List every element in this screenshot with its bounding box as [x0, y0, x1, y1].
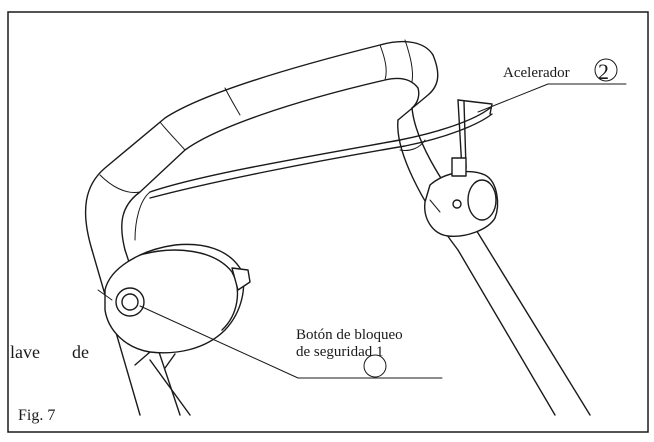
- lock-button-leader-line: [139, 305, 443, 379]
- accelerator-leader-line: [477, 83, 627, 113]
- lock-button-label-line1: Botón de bloqueo: [296, 327, 403, 343]
- cut-off-text-2: de: [72, 342, 89, 362]
- safety-lock-button: [97, 287, 145, 317]
- cut-off-text-1: lave: [10, 342, 40, 362]
- accelerator-label: Acelerador: [503, 65, 570, 81]
- accelerator-number: 2: [598, 59, 609, 84]
- safety-lock-housing: [104, 243, 251, 369]
- lock-button-label-line2: de seguridad 1: [296, 344, 383, 360]
- throttle-control-unit: [424, 157, 499, 237]
- figure-caption: Fig. 7: [18, 407, 55, 424]
- handle-top-bar: [84, 39, 434, 251]
- right-handle-tube: [397, 54, 591, 416]
- accelerator-number-circle: [594, 58, 618, 82]
- accelerator-cable: [134, 99, 493, 241]
- figure-frame: [7, 11, 649, 433]
- lock-button-number-circle: [363, 354, 387, 378]
